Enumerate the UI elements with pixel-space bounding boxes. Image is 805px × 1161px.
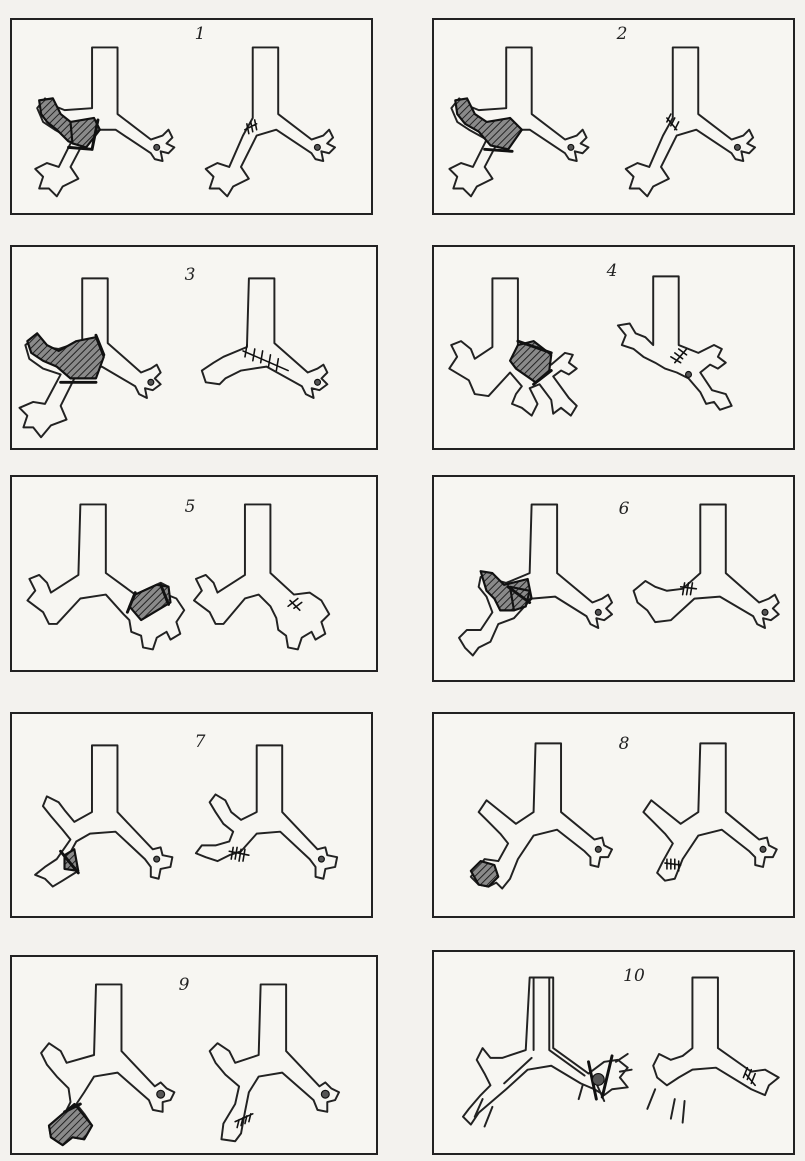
airway-before [471, 743, 612, 888]
panel-2: 2 [432, 18, 795, 215]
panel-8: 8 [432, 712, 795, 918]
airway-after [194, 504, 329, 649]
diagram-6 [434, 477, 793, 680]
diagram-3 [12, 247, 376, 448]
airway-after [196, 745, 337, 878]
panel-10: 10 [432, 950, 795, 1155]
diagram-8 [434, 714, 793, 916]
airway-before [449, 278, 576, 415]
diagram-5 [12, 477, 376, 670]
panel-4: 4 [432, 245, 795, 450]
airway-after [202, 278, 328, 398]
airway-after [626, 47, 755, 196]
airway-before [27, 504, 184, 649]
panel-9: 9 [10, 955, 378, 1155]
airway-after [618, 276, 732, 409]
panel-7: 7 [10, 712, 373, 918]
airway-before [449, 47, 588, 196]
panel-3: 3 [10, 245, 378, 450]
airway-after [647, 977, 778, 1122]
airway-before [459, 504, 612, 655]
panel-1: 1 [10, 18, 373, 215]
airway-before [35, 745, 172, 886]
airway-after [634, 504, 779, 628]
airway-after [210, 984, 339, 1141]
diagram-2 [434, 20, 793, 213]
airway-before [19, 278, 160, 437]
airway-after [206, 47, 335, 196]
panel-6: 6 [432, 475, 795, 682]
diagram-7 [12, 714, 371, 916]
diagram-4 [434, 247, 793, 448]
airway-after [643, 743, 776, 880]
resected-segment [27, 333, 103, 378]
airway-before [463, 977, 632, 1126]
diagram-10 [434, 952, 793, 1153]
panel-5: 5 [10, 475, 378, 672]
diagram-9 [12, 957, 376, 1153]
airway-before [41, 984, 174, 1145]
diagram-1 [12, 20, 371, 213]
airway-before [35, 47, 174, 196]
